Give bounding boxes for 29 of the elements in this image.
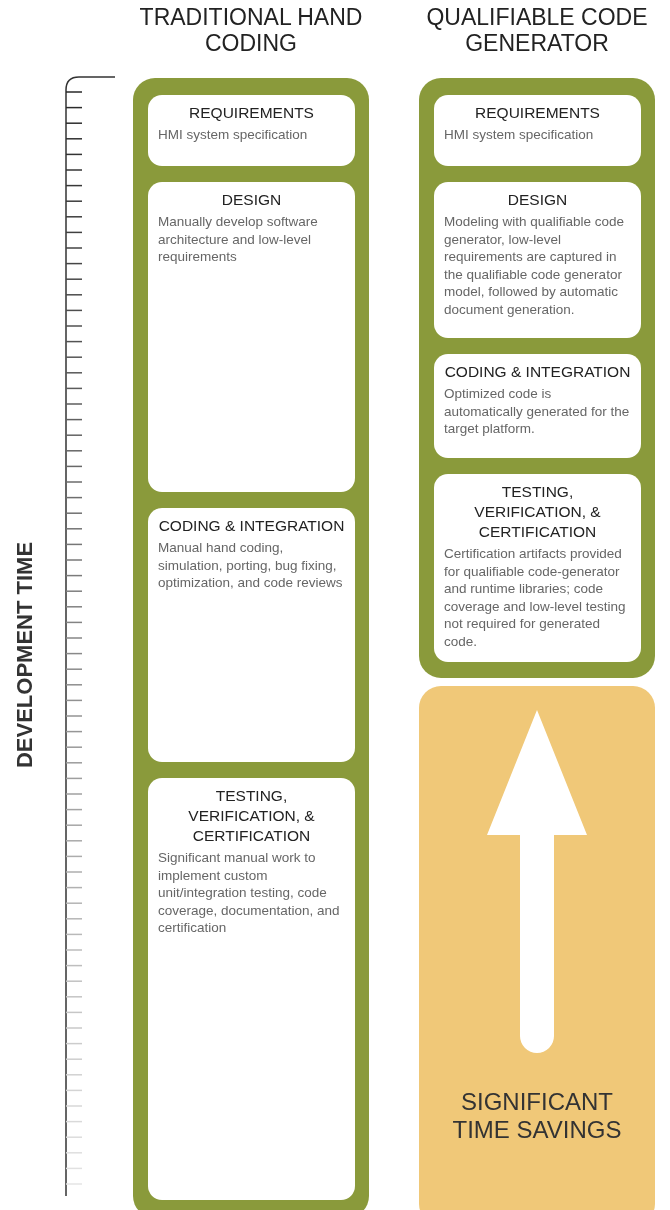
phase-description: Manual hand coding, simulation, porting, bug fixing, optimization, and code reviews [158,539,344,592]
phase-heading: DESIGN [506,190,569,210]
phase-box [148,508,355,762]
phase-heading: TESTING, VERIFICATION, & CERTIFICATION [187,786,316,846]
phase-box [148,95,355,166]
phase-description: HMI system specification [444,126,595,144]
phase-box [148,778,355,1200]
phase-box [434,354,641,458]
phase-description: Certification artifacts provided for qualifiable code-generator and runtime libraries; code coverage and low-level testing not required for generated code. [444,545,627,650]
phase-box [434,182,641,338]
phase-box [148,182,355,492]
phase-description: Modeling with qualifiable code generator, low-level requirements are captured in the qualifiable code generator model, followed by automatic document generation. [444,213,626,318]
phase-box [434,95,641,166]
phase-box [434,474,641,662]
column-heading: TRADITIONAL HAND CODING [139,4,363,56]
panel-caption: SIGNIFICANT TIME SAVINGS [451,1088,623,1144]
phase-heading: REQUIREMENTS [188,103,315,123]
phase-heading: REQUIREMENTS [474,103,601,123]
phase-heading: CODING & INTEGRATION [158,516,345,536]
column-heading: QUALIFIABLE CODE GENERATOR [425,4,649,56]
phase-description: Optimized code is automatically generated for the target platform. [444,385,631,438]
phase-description: HMI system specification [158,126,309,144]
phase-heading: TESTING, VERIFICATION, & CERTIFICATION [473,482,602,542]
phase-description: Manually develop software architecture and low-level requirements [158,213,319,266]
savings-panel [419,686,655,1210]
axis-label: DEVELOPMENT TIME [12,541,38,769]
phase-heading: DESIGN [220,190,283,210]
phase-description: Significant manual work to implement custom unit/integration testing, code coverage, documentation, and certification [158,849,341,937]
phase-heading: CODING & INTEGRATION [444,362,631,382]
